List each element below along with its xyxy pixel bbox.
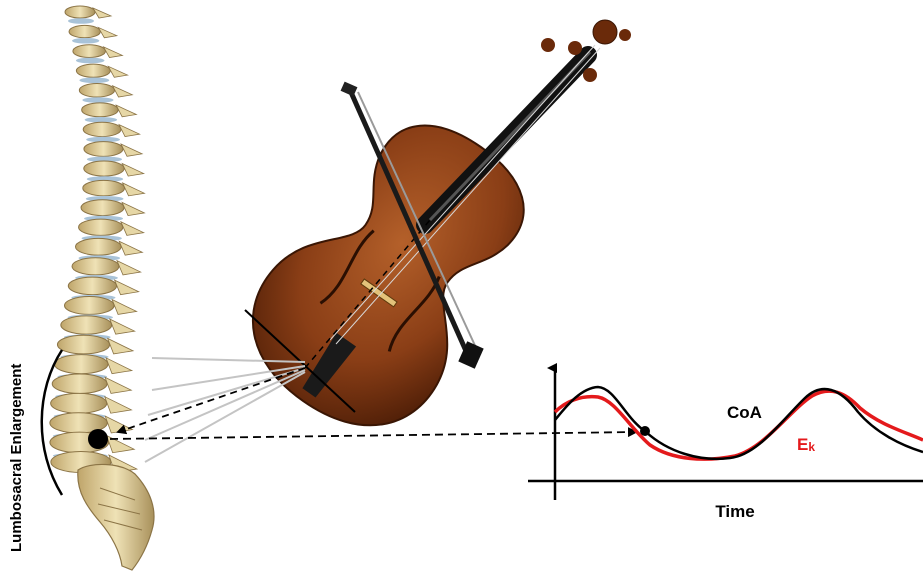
vertebra bbox=[82, 121, 122, 138]
spinous-process bbox=[104, 415, 134, 434]
vertebra bbox=[82, 179, 126, 197]
spinous-process bbox=[120, 143, 144, 157]
spinous-process bbox=[120, 220, 145, 236]
spinous-process bbox=[116, 259, 142, 276]
spinous-process bbox=[118, 123, 141, 138]
intervertebral-disc bbox=[79, 77, 110, 84]
intervertebral-disc bbox=[86, 156, 123, 163]
vertebra bbox=[72, 44, 106, 59]
intervertebral-disc bbox=[84, 117, 118, 123]
vertebra bbox=[74, 237, 122, 256]
spinous-process bbox=[118, 240, 144, 256]
vertebra bbox=[81, 102, 119, 118]
vertebra bbox=[60, 315, 113, 335]
vertebra bbox=[50, 392, 108, 414]
spinous-process bbox=[104, 395, 133, 414]
intervertebral-disc bbox=[72, 37, 100, 44]
spinous-process bbox=[121, 182, 146, 197]
spinous-process bbox=[97, 26, 119, 39]
vertebrae-column bbox=[49, 5, 146, 473]
lumbosacral-enlargement-label: Lumbosacral Enlargement bbox=[8, 363, 25, 552]
vertebra bbox=[80, 199, 125, 217]
vertebra bbox=[64, 296, 115, 315]
spinous-process bbox=[106, 337, 135, 355]
spine-illustration bbox=[49, 5, 155, 571]
coa-curve bbox=[554, 385, 923, 461]
spinous-process bbox=[113, 279, 140, 296]
spinal-source-dot bbox=[88, 429, 108, 449]
vertebra bbox=[83, 141, 124, 157]
vertebra bbox=[75, 63, 111, 78]
vertebra bbox=[78, 218, 124, 236]
enlargement-bracket bbox=[40, 349, 64, 496]
vertebra bbox=[78, 82, 116, 98]
vertebra bbox=[83, 160, 125, 177]
ek-label-main: E bbox=[797, 435, 808, 454]
vertebra bbox=[56, 334, 111, 355]
intervertebral-disc bbox=[82, 97, 114, 103]
vertebra bbox=[67, 276, 118, 296]
sacrum bbox=[77, 463, 155, 571]
intervertebral-disc bbox=[86, 136, 121, 143]
spinous-process bbox=[105, 434, 136, 454]
spinous-process bbox=[121, 201, 146, 217]
ek-curve bbox=[553, 389, 923, 461]
spinous-process bbox=[92, 7, 113, 19]
ek-label: Ek bbox=[797, 435, 815, 454]
vertebra bbox=[54, 354, 109, 375]
time-series-chart: CoA Ek Time bbox=[528, 363, 923, 521]
projection-fan bbox=[144, 357, 306, 463]
dashed-arrow-to-chart bbox=[109, 427, 638, 440]
time-axis-label: Time bbox=[715, 502, 754, 521]
coa-label: CoA bbox=[727, 403, 762, 422]
spinous-process bbox=[107, 65, 129, 78]
spinous-process bbox=[121, 162, 146, 177]
spinous-process bbox=[115, 104, 138, 118]
vertebra bbox=[68, 24, 101, 39]
intervertebral-disc bbox=[75, 57, 105, 64]
vertebra bbox=[51, 373, 108, 394]
vertebra bbox=[71, 257, 120, 276]
intervertebral-disc bbox=[68, 18, 94, 24]
violin-illustration bbox=[252, 19, 631, 427]
chart-point bbox=[640, 426, 650, 436]
spinous-process bbox=[102, 46, 124, 58]
spinous-process bbox=[111, 298, 138, 315]
spinous-process bbox=[104, 376, 133, 394]
spinous-process bbox=[111, 84, 134, 98]
vertebra bbox=[64, 5, 96, 19]
spinous-process bbox=[105, 357, 134, 375]
ek-label-sub: k bbox=[808, 440, 815, 454]
dashed-arrow-to-spine bbox=[116, 367, 306, 435]
spinous-process bbox=[108, 318, 136, 335]
bow-illustration bbox=[340, 81, 484, 369]
